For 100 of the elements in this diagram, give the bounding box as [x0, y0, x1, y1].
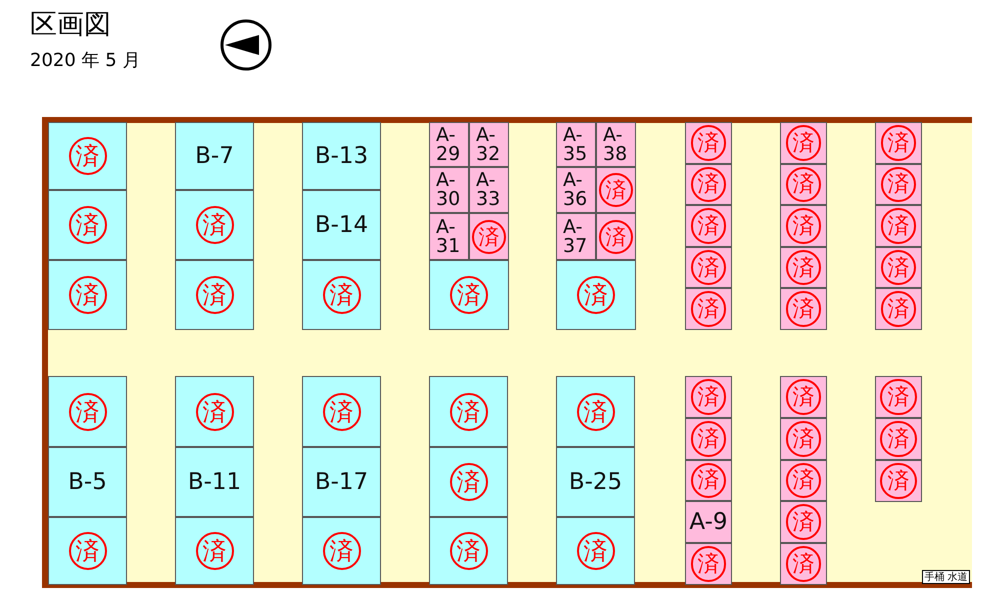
- stamp: 済: [880, 166, 916, 202]
- plot-cell: [175, 517, 254, 585]
- plot-cell: [685, 122, 732, 164]
- plot-cell: [429, 213, 469, 260]
- plot-cell: [780, 205, 827, 247]
- stamp: 済: [68, 392, 106, 430]
- plot-cell: [685, 164, 732, 206]
- plot-cell: [685, 418, 732, 460]
- plot-cell: [780, 122, 827, 164]
- stamp: 済: [786, 250, 822, 286]
- plot-cell: [596, 213, 636, 260]
- plot-cell: [302, 517, 381, 585]
- plot-cell: [429, 122, 469, 167]
- plot-cell: [556, 376, 635, 447]
- stamp: 済: [786, 504, 822, 540]
- date-label: 2020 年 5 月: [30, 49, 140, 72]
- stamp: 済: [196, 206, 234, 244]
- stamp: 済: [786, 379, 822, 415]
- stamp: 済: [786, 125, 822, 161]
- plot-cell: [875, 246, 922, 288]
- stamp: 済: [68, 276, 106, 314]
- stamp: 済: [786, 208, 822, 244]
- stamp: 済: [472, 220, 506, 254]
- plot-number: B-25: [568, 470, 622, 494]
- stamp: 済: [690, 420, 726, 457]
- plot-cell: [596, 167, 636, 213]
- plot-cell: [429, 260, 509, 330]
- plot-number: B-7: [195, 144, 234, 168]
- stamp: 済: [450, 276, 488, 314]
- plot-cell: [429, 167, 469, 213]
- plot-number: A-33: [476, 171, 502, 209]
- plot-cell: [780, 501, 827, 544]
- stamp: 済: [880, 463, 917, 500]
- plot-cell: [780, 418, 827, 460]
- stamp: 済: [68, 206, 106, 244]
- plot-number: A-30: [436, 171, 462, 209]
- stamp: 済: [450, 463, 488, 501]
- title: 区画図: [30, 8, 111, 42]
- stamp: 済: [196, 392, 234, 430]
- plot-cell: [556, 213, 596, 260]
- plot-cell: [780, 164, 827, 206]
- plot-cell: [175, 447, 254, 517]
- plot-number: B-17: [314, 470, 368, 494]
- stamp: 済: [322, 392, 360, 430]
- stamp: 済: [576, 392, 614, 430]
- plot-cell: [685, 246, 732, 288]
- plot-number: A-29: [436, 126, 462, 164]
- plot-cell: [175, 376, 254, 447]
- plot-cell: [429, 376, 508, 447]
- plot-cell: [685, 543, 732, 585]
- stamp: 済: [196, 532, 234, 570]
- plot-cell: [685, 460, 732, 502]
- plot-cell: [48, 447, 127, 517]
- plot-number: B-5: [68, 470, 107, 494]
- plot-number: B-14: [314, 212, 368, 238]
- stamp: 済: [690, 125, 726, 161]
- plot-number: A-36: [563, 171, 588, 209]
- plot-number: B-13: [314, 144, 368, 168]
- plot-number: A-9: [689, 510, 728, 534]
- plot-number: A-32: [476, 126, 502, 164]
- stamp: 済: [786, 166, 822, 202]
- stamp: 済: [690, 546, 726, 582]
- plot-cell: [302, 190, 381, 260]
- plot-cell: [780, 543, 827, 585]
- plot-cell: [48, 376, 127, 447]
- plot-cell: [556, 447, 635, 517]
- plot-number: A-31: [436, 218, 462, 256]
- plot-cell: [302, 376, 381, 447]
- plot-cell: [302, 447, 381, 517]
- stamp: 済: [577, 276, 615, 314]
- stamp: 済: [880, 125, 916, 161]
- stamp: 済: [68, 532, 106, 570]
- plot-cell: [175, 190, 254, 260]
- stamp: 済: [599, 173, 633, 207]
- plot-cell: [469, 167, 509, 213]
- stamp: 済: [322, 276, 360, 314]
- plot-cell: [685, 288, 732, 330]
- plot-number: A-37: [563, 218, 588, 256]
- plot-cell: [780, 246, 827, 288]
- stamp: 済: [690, 250, 726, 286]
- stamp: 済: [786, 462, 822, 498]
- stamp: 済: [576, 532, 614, 570]
- stamp: 済: [880, 421, 917, 458]
- stamp: 済: [599, 220, 633, 254]
- plot-cell: [596, 122, 636, 167]
- plot-cell: [175, 122, 254, 190]
- plot-number: A-35: [563, 126, 588, 164]
- stamp: 済: [786, 546, 822, 582]
- plot-cell: [469, 122, 509, 167]
- plot-cell: [48, 260, 127, 330]
- stamp: 済: [786, 420, 822, 457]
- plot-number: B-11: [188, 470, 242, 494]
- stamp: 済: [690, 166, 726, 202]
- plot-cell: [780, 288, 827, 330]
- plot-cell: [469, 213, 509, 260]
- sign-text: 手桶 水道: [924, 570, 968, 584]
- stamp: 済: [450, 532, 488, 570]
- plot-cell: [685, 501, 732, 544]
- plot-cell: [556, 167, 596, 213]
- stamp: 済: [690, 379, 726, 415]
